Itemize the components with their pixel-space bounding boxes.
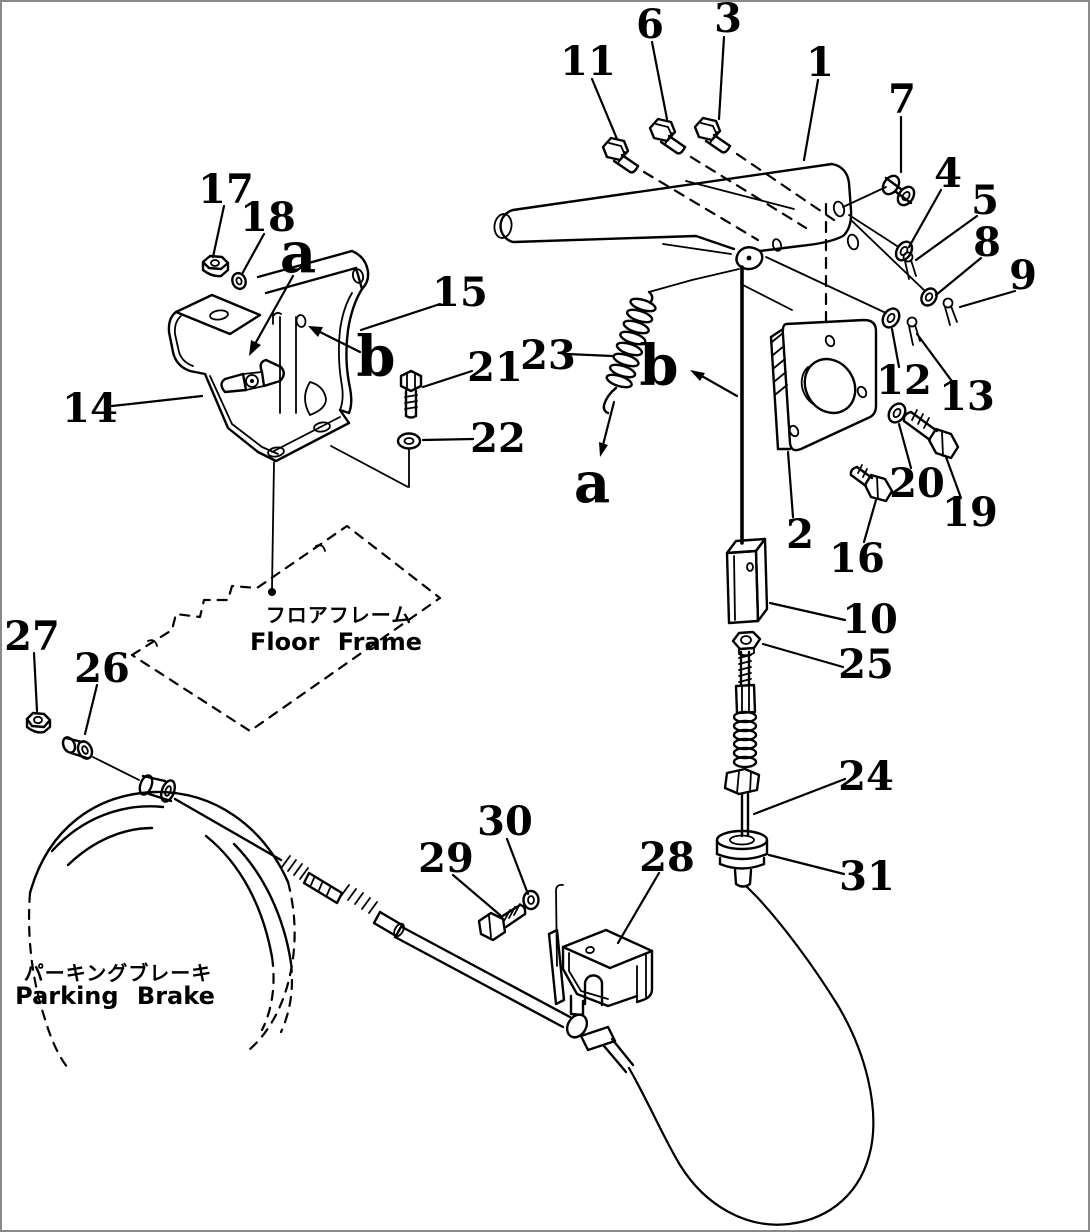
parking-brake-label-en: Parking Brake <box>15 982 215 1010</box>
callout-1: 1 <box>806 39 834 86</box>
callout-7: 7 <box>888 76 916 123</box>
part-washer-8 <box>920 287 938 307</box>
callout-14: 14 <box>62 385 118 432</box>
callout-16: 16 <box>829 535 885 582</box>
view-arrow-a-right <box>599 400 616 457</box>
part-cotter-pin-9 <box>942 297 958 326</box>
view-arrow-a-left <box>249 274 295 356</box>
callout-4: 4 <box>934 150 962 197</box>
part-bolt-3 <box>693 116 732 154</box>
part-bolt-11 <box>601 136 640 174</box>
callout-6: 6 <box>636 1 664 48</box>
callout-22: 22 <box>470 415 526 462</box>
part-nut-27 <box>25 711 52 734</box>
part-brake-drum <box>27 756 296 1070</box>
callout-30: 30 <box>477 798 533 845</box>
callout-17: 17 <box>198 166 254 213</box>
callout-13: 13 <box>939 373 995 420</box>
callout-2: 2 <box>786 511 814 558</box>
part-return-spring <box>602 268 740 415</box>
part-washer-12 <box>881 307 901 329</box>
callout-27: 27 <box>4 613 60 660</box>
part-nut-17 <box>201 254 230 278</box>
part-cotter-pin-5 <box>902 251 917 280</box>
callout-10: 10 <box>842 596 898 643</box>
callout-15: 15 <box>432 269 488 316</box>
part-bolt-6 <box>648 117 687 155</box>
part-nut-25 <box>731 630 762 657</box>
callout-18: 18 <box>240 194 296 241</box>
part-brake-cable <box>173 797 875 1226</box>
callout-19: 19 <box>942 489 998 536</box>
callout-12: 12 <box>876 357 932 404</box>
view-letter-b: b <box>639 333 678 399</box>
callout-8: 8 <box>973 219 1001 266</box>
view-arrow-b-right <box>690 370 739 398</box>
callout-9: 9 <box>1009 252 1037 299</box>
part-adjuster-rod-24 <box>723 650 761 838</box>
callout-24: 24 <box>838 753 894 800</box>
callout-20: 20 <box>889 460 945 507</box>
part-fitting-26 <box>61 736 94 760</box>
part-mounting-plate-2 <box>769 318 878 452</box>
view-arrow-b-left <box>308 326 362 354</box>
callout-leader-lines <box>32 35 1017 945</box>
callout-5: 5 <box>971 177 999 224</box>
callout-11: 11 <box>560 38 616 85</box>
callout-26: 26 <box>74 645 130 692</box>
part-cable-bracket-28 <box>547 883 654 1017</box>
callout-25: 25 <box>838 641 894 688</box>
parking-brake-label-ja: パーキングブレーキ <box>24 961 212 985</box>
part-bolt-19 <box>902 409 960 460</box>
part-hand-lever <box>493 152 926 324</box>
part-bracket-14-15 <box>167 249 410 596</box>
part-washer-30 <box>522 889 540 911</box>
part-joint-block-10 <box>725 537 769 625</box>
floor-frame-label-en: Floor Frame <box>250 628 422 656</box>
part-bolt-21 <box>399 369 423 419</box>
part-bolt-16 <box>849 464 894 503</box>
view-letter-a: a <box>574 450 610 516</box>
floor-frame-label-ja: フロアフレーム <box>266 603 412 627</box>
part-bolt-29 <box>477 903 527 942</box>
callout-29: 29 <box>418 835 474 882</box>
part-washer-22 <box>396 432 422 450</box>
part-grommet-31 <box>715 829 769 888</box>
part-floor-frame <box>130 524 442 733</box>
part-bushing-7 <box>881 174 916 207</box>
view-letter-b: b <box>356 324 395 390</box>
callout-28: 28 <box>639 834 695 881</box>
callout-23: 23 <box>520 332 576 379</box>
callout-21: 21 <box>467 344 523 391</box>
part-washer-18 <box>231 271 247 291</box>
view-letter-a: a <box>280 220 316 286</box>
callout-31: 31 <box>839 853 895 900</box>
callout-3: 3 <box>714 0 742 42</box>
